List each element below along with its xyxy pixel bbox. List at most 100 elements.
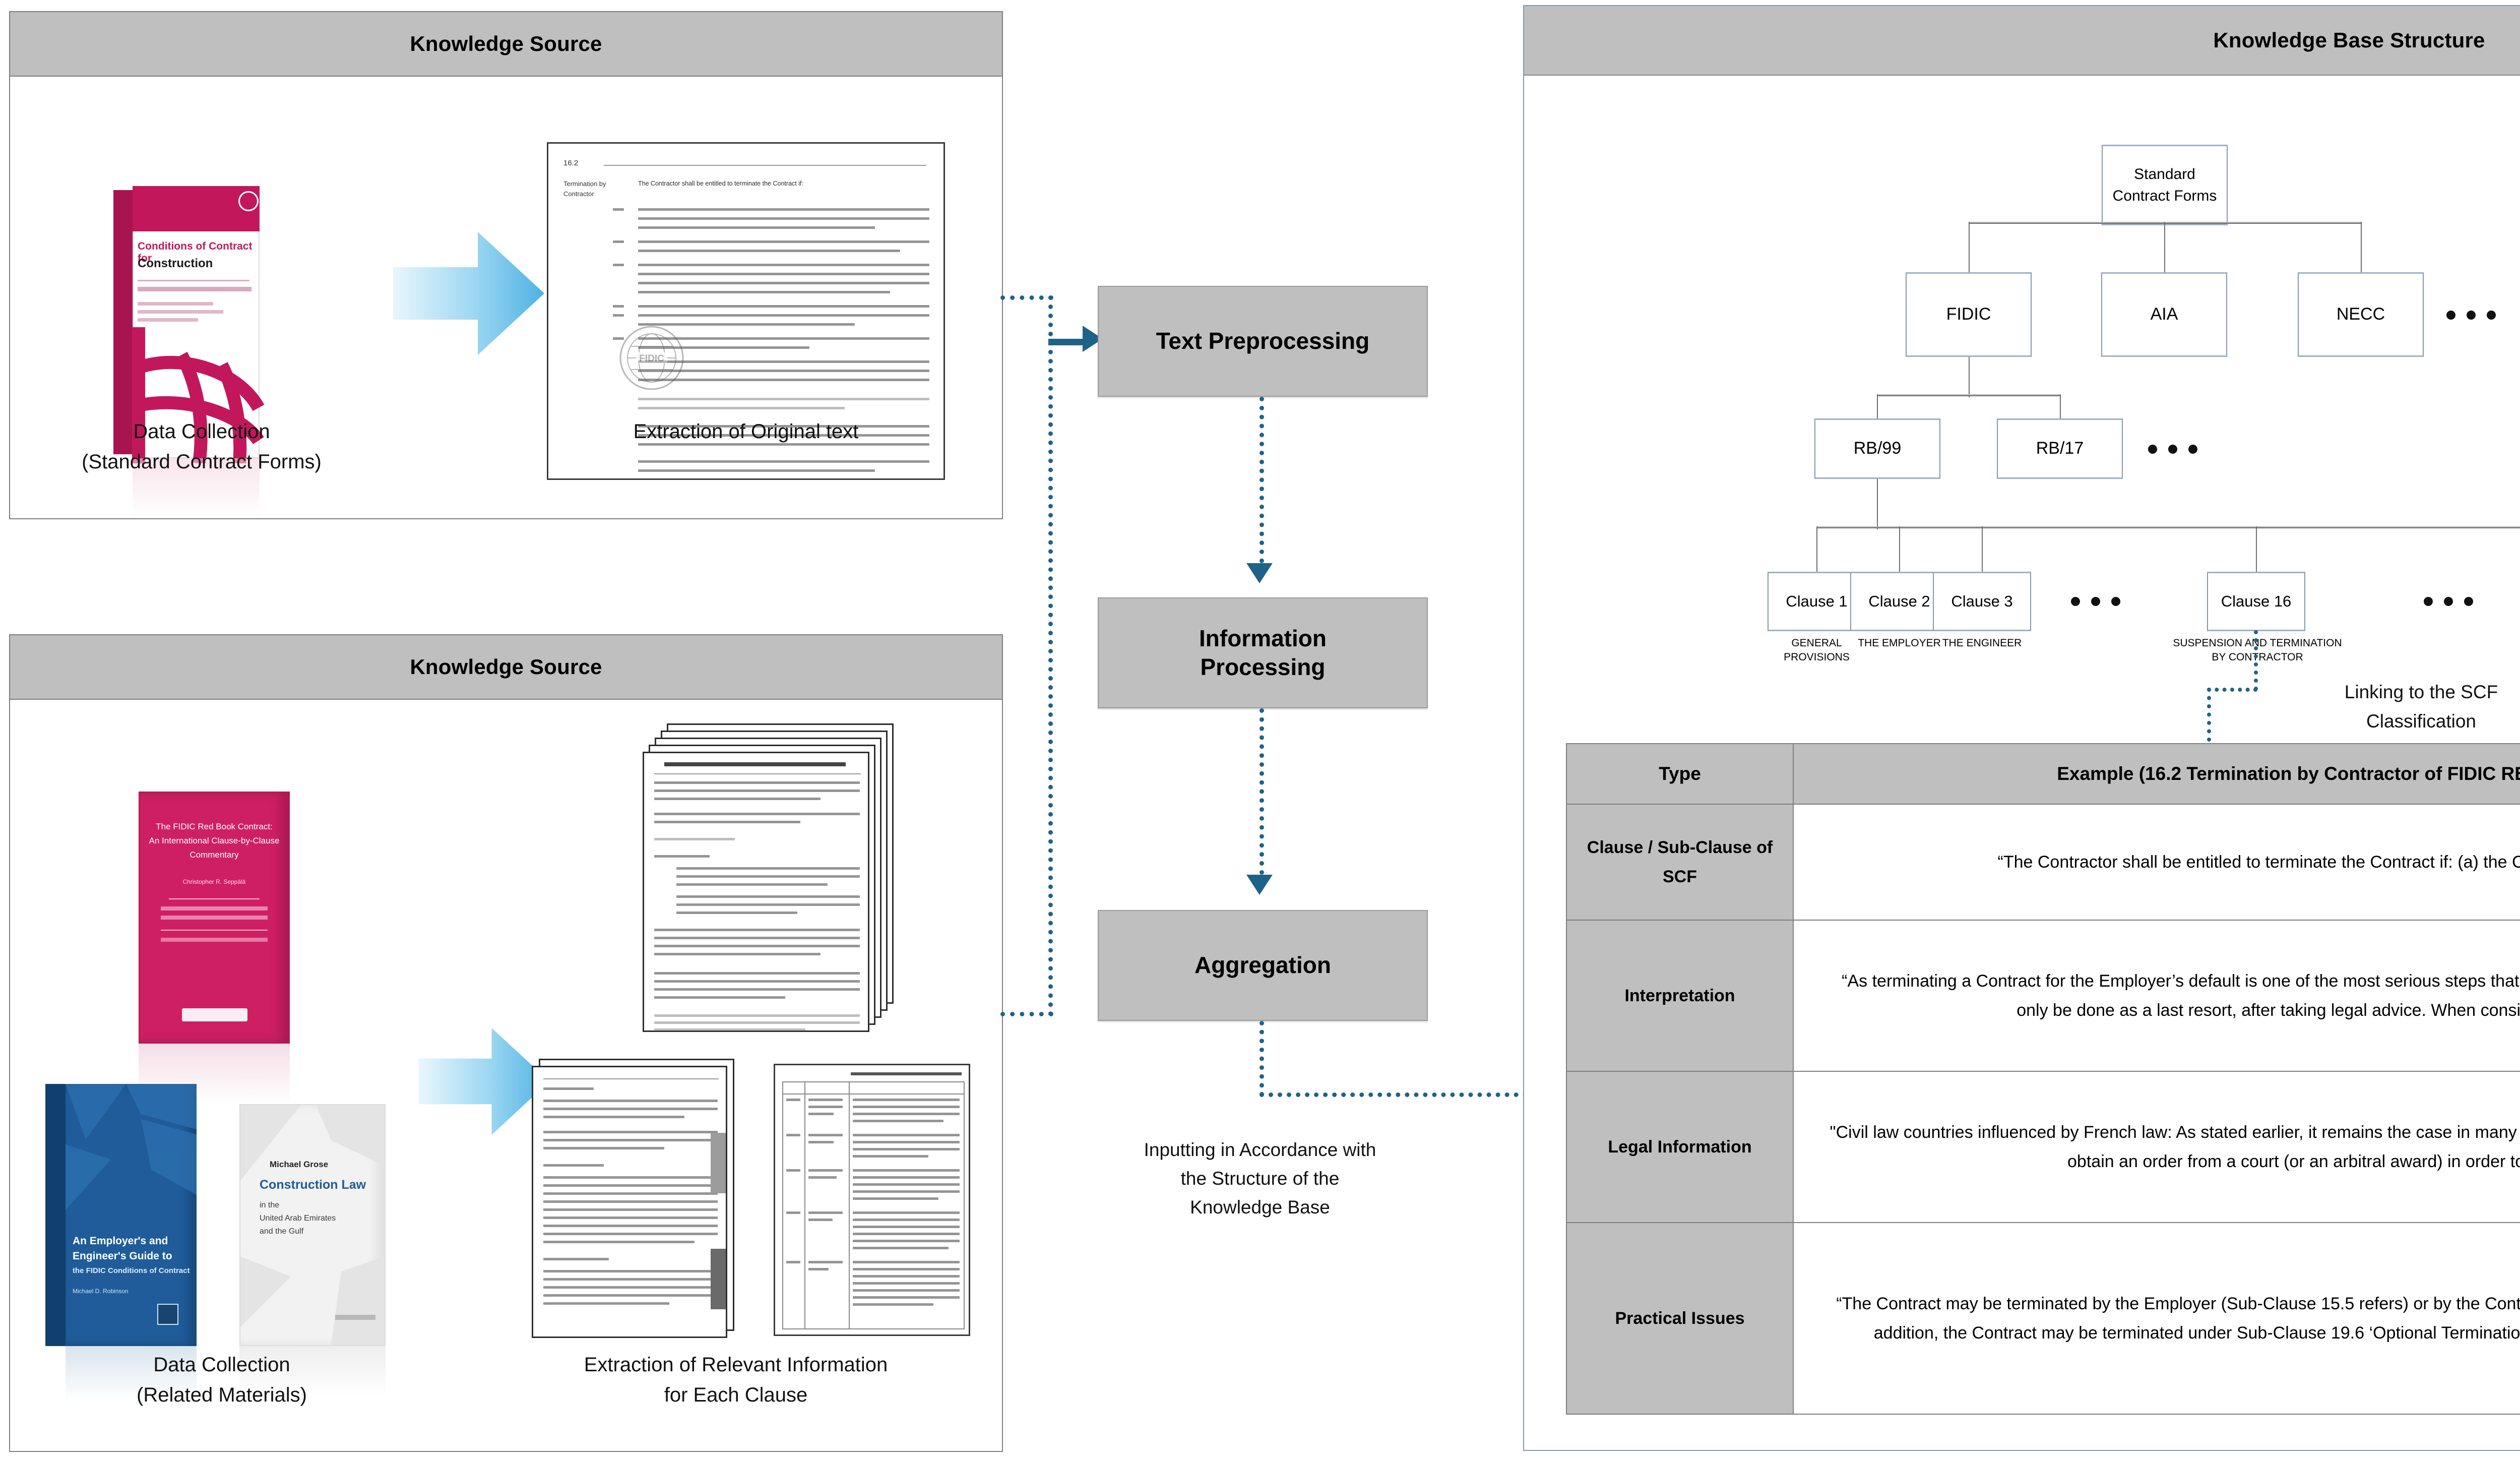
tree-edge-to-clause-3 — [1982, 526, 1983, 572]
table-row: Clause / Sub-Clause of SCF “The Contract… — [1566, 804, 2520, 921]
tree-node-aia[interactable]: AIA — [2101, 272, 2227, 357]
note-linking-scf-line2: Classification — [2366, 711, 2476, 732]
note-inputting-line3: Knowledge Base — [1190, 1197, 1330, 1218]
book1-subtext-3 — [161, 938, 268, 942]
table-row: Legal Information "Civil law countries i… — [1566, 1071, 2520, 1223]
flow-line-bottom-source-to-bus — [1000, 1012, 1053, 1016]
table-cell-example-interpretation: “As terminating a Contract for the Emplo… — [1793, 920, 2520, 1072]
tree-edge-to-rb99 — [1877, 394, 1878, 419]
arrow-shaft-to-text-preprocessing — [1048, 339, 1084, 345]
link-line-clause16-down — [2254, 630, 2258, 691]
table-header-type: Type — [1566, 743, 1794, 805]
clauses-ellipsis-icon-left — [2071, 597, 2120, 606]
panel-header-knowledge-base: Knowledge Base Structure — [1524, 6, 2520, 76]
tree-node-label: Clause 1 — [1786, 592, 1848, 610]
book1-title-line3: Commentary — [190, 850, 239, 860]
fidic-book-cover-image: Conditions of Contract for Construction — [113, 186, 265, 519]
tree-node-label: RB/17 — [2036, 439, 2084, 458]
extracted-document-page: 16.2 Termination by Contractor The Contr… — [547, 142, 945, 480]
tree-node-label: Clause 16 — [2221, 592, 2292, 610]
tree-edge-to-necc — [2361, 222, 2362, 272]
book-fidic-roundel-icon — [238, 191, 259, 211]
panel-header-knowledge-source-top: Knowledge Source — [10, 12, 1002, 77]
tree-node-clause-16[interactable]: Clause 16 — [2207, 572, 2305, 631]
table-cell-example-practical-issues: “The Contract may be terminated by the E… — [1793, 1222, 2520, 1415]
table-cell-example-clause-subclause: “The Contractor shall be entitled to ter… — [1793, 804, 2520, 921]
book2-title-line3: the FIDIC Conditions of Contract — [73, 1266, 190, 1275]
book1-title-line1: The FIDIC Red Book Contract: — [156, 822, 273, 831]
note-inputting-line2: the Structure of the — [1180, 1168, 1340, 1189]
tree-node-standard-contract-forms[interactable]: Standard Contract Forms — [2102, 145, 2228, 225]
book2-title-line1: An Employer's and — [73, 1235, 168, 1247]
flow-line-preprocessing-to-information — [1259, 397, 1264, 563]
tree-node-label: Clause 2 — [1868, 592, 1930, 610]
book1-title-line2: An International Clause-by-Clause — [149, 836, 280, 845]
arrow-head-to-aggregation — [1246, 875, 1273, 895]
book-subtitle-text-2 — [138, 302, 213, 306]
book-subtitle-text-3 — [138, 310, 223, 314]
tree-node-fidic[interactable]: FIDIC — [1906, 272, 2032, 357]
book2-geometric-pattern-icon — [66, 1084, 197, 1210]
tree-node-rb99[interactable]: RB/99 — [1814, 418, 1940, 479]
table-col-rule-1 — [804, 1081, 805, 1329]
caption-data-collection-related-line2: (Related Materials) — [137, 1384, 307, 1406]
tree-bus-level3 — [1877, 394, 2061, 396]
tree-node-rb17[interactable]: RB/17 — [1997, 418, 2123, 479]
process-arrow-right-icon-2 — [418, 1028, 549, 1135]
book3-title-line1: Construction Law — [260, 1178, 366, 1192]
doc-top-rule — [604, 165, 926, 166]
panel-title: Knowledge Source — [410, 655, 602, 679]
process-step-information-processing[interactable]: Information Processing — [1098, 597, 1428, 708]
fidic-stamp-watermark-icon: FIDIC — [619, 326, 684, 390]
seppala-commentary-book-cover-image: The FIDIC Red Book Contract: An Internat… — [139, 792, 290, 1104]
doc-lead-paragraph: The Contractor shall be entitled to term… — [638, 180, 803, 187]
table-header-row: Type Example (16.2 Termination by Contra… — [1566, 743, 2520, 805]
process-step-label: Information Processing — [1199, 625, 1327, 681]
doc-clause-heading-l2: Contractor — [563, 190, 594, 198]
table-cell-type-interpretation: Interpretation — [1566, 920, 1794, 1072]
tree-edge-to-clause-1 — [1816, 526, 1817, 572]
tree-node-label: Standard Contract Forms — [2112, 165, 2217, 205]
tree-bus-level2 — [1969, 222, 2362, 224]
book-reflection — [133, 458, 260, 519]
flow-line-aggregation-to-kb — [1259, 1092, 1537, 1097]
book2-publisher-mark — [157, 1304, 178, 1325]
tree-edge-rb99-down — [1877, 479, 1878, 529]
tree-node-label: FIDIC — [1946, 305, 1991, 324]
tree-node-label: NECC — [2336, 305, 2385, 324]
book-top-band — [133, 186, 260, 231]
table-header-example: Example (16.2 Termination by Contractor … — [1793, 743, 2520, 805]
book3-title-line3: United Arab Emirates — [260, 1214, 336, 1223]
book-title-line-1: Conditions of Contract for — [138, 240, 253, 264]
book-reflection — [66, 1346, 197, 1402]
process-step-label: Text Preprocessing — [1156, 328, 1370, 354]
caption-extraction-relevant-info-line2: for Each Clause — [664, 1384, 808, 1406]
table-row: Practical Issues “The Contract may be te… — [1566, 1222, 2520, 1415]
caption-data-collection-related-line1: Data Collection — [153, 1354, 290, 1376]
tree-node-necc[interactable]: NECC — [2298, 272, 2424, 357]
flow-line-bus-vertical — [1048, 295, 1053, 1016]
flow-line-information-to-aggregation — [1259, 708, 1264, 875]
tree-edge-to-aia — [2164, 222, 2165, 272]
tree-node-clause-2[interactable]: Clause 2 — [1850, 572, 1948, 631]
panel-header-knowledge-source-bottom: Knowledge Source — [10, 635, 1002, 700]
table-cell-type-clause-subclause: Clause / Sub-Clause of SCF — [1566, 804, 1794, 921]
book1-subtext — [161, 906, 268, 910]
table-page-grid — [782, 1081, 965, 1329]
doc-clause-number: 16.2 — [563, 159, 579, 167]
book1-rule — [169, 898, 260, 899]
table-cell-type-legal-information: Legal Information — [1566, 1071, 1794, 1223]
caption-data-collection-scf-line2: (Standard Contract Forms) — [82, 451, 322, 473]
process-step-text-preprocessing[interactable]: Text Preprocessing — [1098, 286, 1428, 397]
flow-line-top-source-to-bus — [1000, 295, 1053, 300]
stack-page-rule — [654, 773, 861, 774]
stack-sheet-front — [643, 752, 869, 1032]
caption-extraction-original-text: Extraction of Original text — [633, 420, 859, 443]
stack-sheet-front — [532, 1066, 727, 1338]
clause-2-caption: THE EMPLOYER — [1858, 637, 1941, 649]
arrow-head-to-information-processing — [1246, 563, 1273, 583]
book1-subtext-2 — [161, 916, 268, 920]
tree-node-clause-3[interactable]: Clause 3 — [1933, 572, 2031, 631]
book3-facet-pattern-icon — [240, 1105, 385, 1345]
process-step-aggregation[interactable]: Aggregation — [1098, 910, 1428, 1021]
